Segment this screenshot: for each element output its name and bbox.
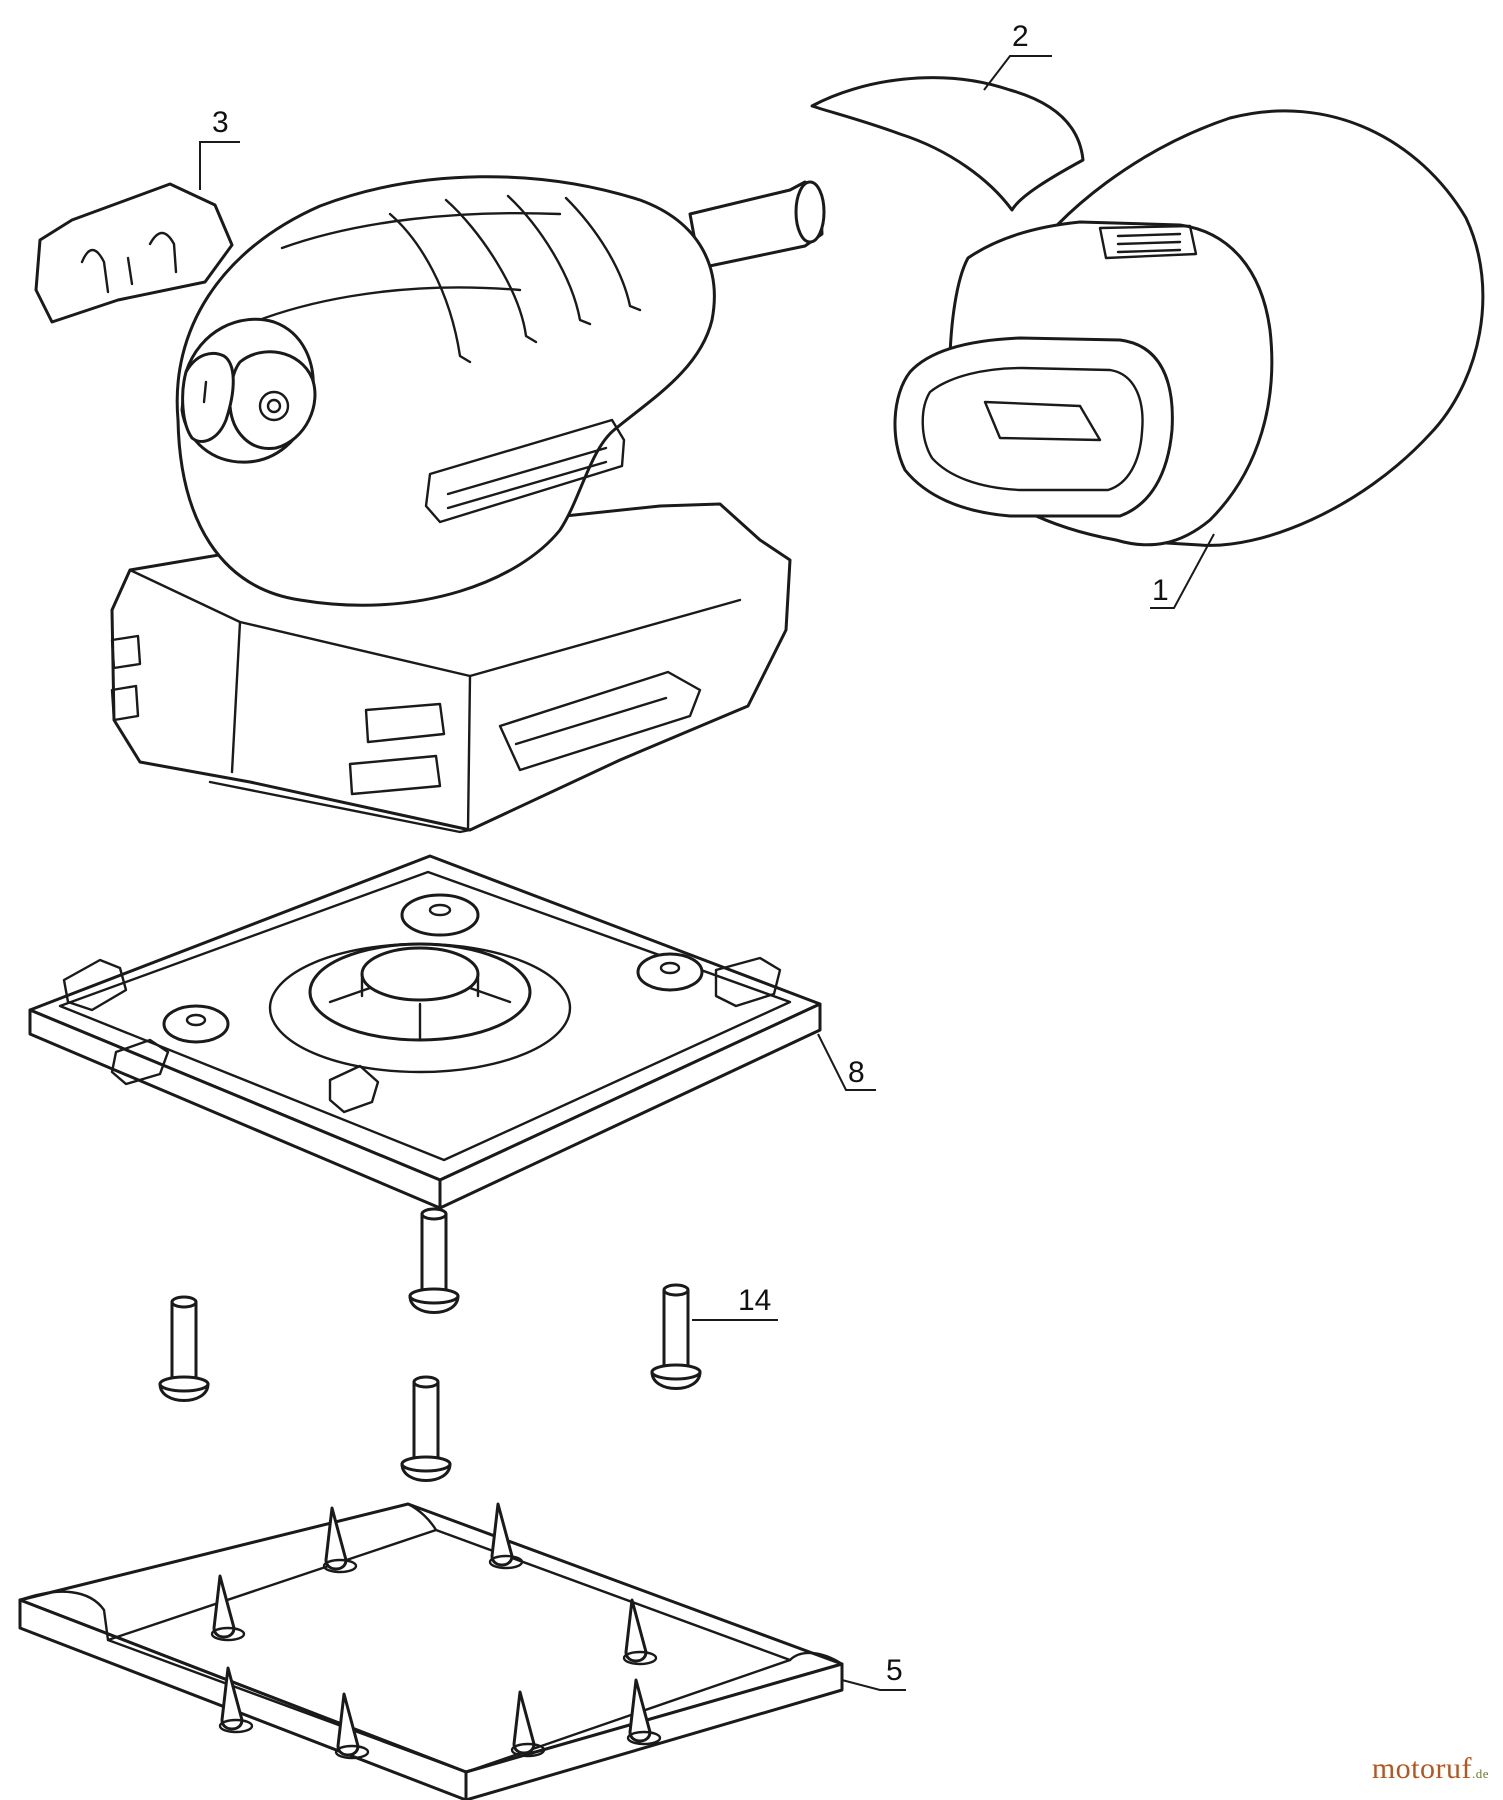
part-2-strip <box>810 76 1085 212</box>
svg-text:14: 14 <box>738 1284 771 1317</box>
svg-text:8: 8 <box>848 1056 865 1089</box>
sander-body <box>110 175 826 834</box>
svg-text:5: 5 <box>886 1654 903 1687</box>
svg-text:2: 2 <box>1012 20 1029 53</box>
callout-8: 8 <box>817 1033 876 1091</box>
callout-14: 14 <box>692 1284 778 1321</box>
callout-2: 2 <box>983 20 1052 91</box>
part-14-screws <box>158 1207 702 1482</box>
screw-top <box>408 1207 460 1314</box>
watermark-logo: motoruf.de <box>1371 1752 1489 1785</box>
svg-text:1: 1 <box>1152 574 1169 607</box>
svg-text:3: 3 <box>212 106 229 139</box>
screw-right <box>650 1283 702 1390</box>
part-5-base-pad <box>18 1502 844 1800</box>
screw-left <box>158 1295 210 1402</box>
callout-1: 1 <box>1150 533 1215 609</box>
screw-center <box>400 1375 452 1482</box>
callout-3: 3 <box>199 106 240 190</box>
callout-5: 5 <box>841 1654 906 1691</box>
part-1-dust-canister <box>893 109 1485 547</box>
part-3-gasket <box>34 182 234 324</box>
part-8-platen <box>28 854 822 1210</box>
